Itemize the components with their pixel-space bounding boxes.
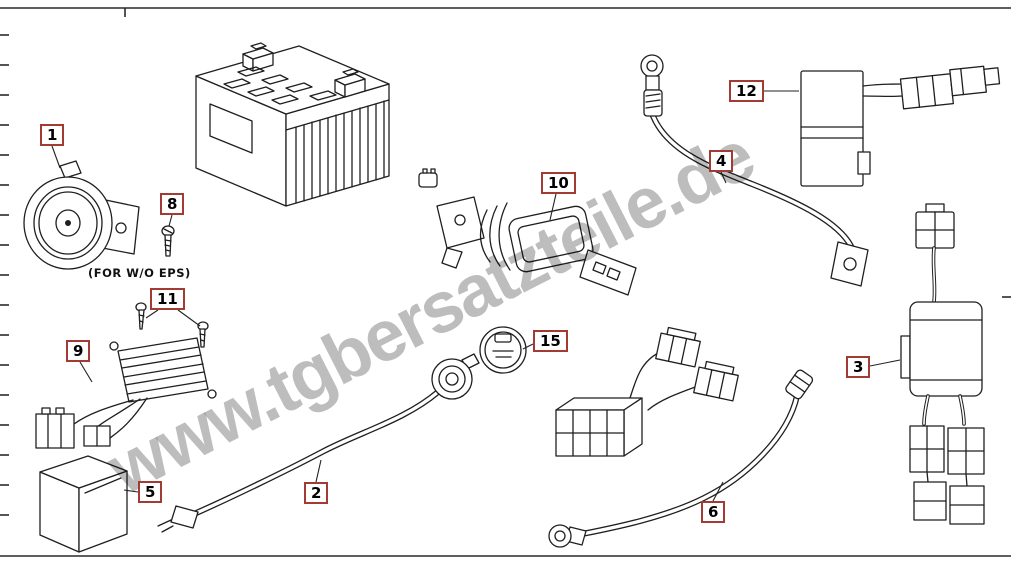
screws-11-drawing <box>135 302 209 348</box>
starter-relay-drawing <box>436 196 637 296</box>
leader-lines <box>51 90 901 502</box>
ground-cable-drawing <box>640 54 869 287</box>
battery-drawing <box>195 42 390 207</box>
callout-screw[interactable]: 8 <box>160 193 185 215</box>
callout-fuse[interactable]: 15 <box>533 330 568 352</box>
sub-harness-drawing <box>548 326 814 548</box>
fuse-drawing <box>479 326 527 374</box>
callout-rectifier[interactable]: 9 <box>66 340 91 362</box>
flasher-assembly-drawing <box>900 203 985 525</box>
cdi-unit-drawing <box>39 455 128 553</box>
callout-sub-harness[interactable]: 6 <box>701 501 726 523</box>
callout-horn[interactable]: 1 <box>40 124 65 146</box>
connector-symbol-icon <box>418 168 438 188</box>
battery-cable-drawing <box>157 353 480 533</box>
callout-ground-cable[interactable]: 4 <box>709 150 734 172</box>
callout-mounting-screws[interactable]: 11 <box>150 288 185 310</box>
screw-8-drawing <box>161 225 175 257</box>
callout-cdi-unit[interactable]: 5 <box>138 481 163 503</box>
callout-battery-cable[interactable]: 2 <box>304 482 329 504</box>
callout-starter-relay[interactable]: 10 <box>541 172 576 194</box>
rectifier-drawing <box>35 337 217 449</box>
page-border <box>0 7 1011 557</box>
callout-flasher[interactable]: 3 <box>846 356 871 378</box>
horn-drawing <box>23 160 140 270</box>
callout-relay-assembly[interactable]: 12 <box>729 80 764 102</box>
relay-assembly-drawing <box>800 65 1001 187</box>
eps-note: (FOR W/O EPS) <box>88 266 191 280</box>
